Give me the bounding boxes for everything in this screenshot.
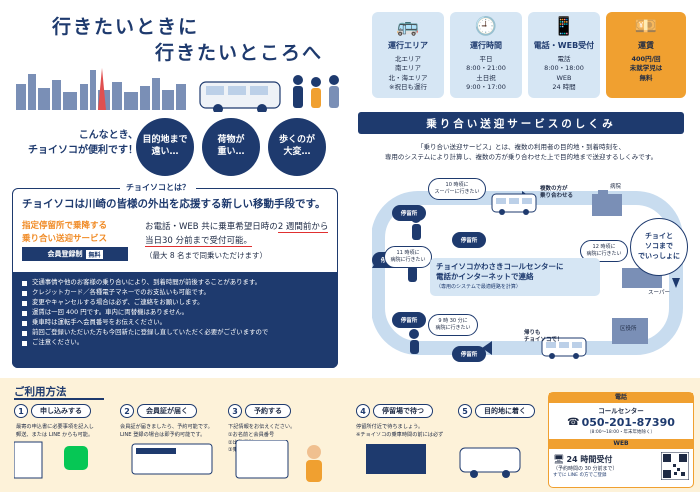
usage-step-1: 1 申し込みする	[14, 404, 91, 418]
usage-step-2: 2 会員証が届く	[120, 404, 197, 418]
catch-copy: こんなとき、 チョイソコが便利です！	[28, 130, 138, 156]
member-label: 会員登録制	[47, 250, 83, 258]
call-center-title: チョイソコかわさきコールセンターに 電話かインターネットで連絡	[436, 262, 564, 281]
note-item: クレジットカード／各種電子マネーでのお支払いも可能です。	[22, 288, 328, 298]
booking-highlight-2: 当日30 分前まで受付可能。	[145, 236, 253, 248]
system-banner: 乗り合い送迎サービスのしくみ	[358, 112, 684, 134]
bus-icon: 🚌	[396, 16, 420, 37]
card-service-hours: 🕘 運行時間 平日 8:00・21:00 土日祝 9:00・17:00	[450, 12, 522, 98]
worry-circle-far: 目的地まで 遠い…	[136, 118, 194, 176]
card-body: 400円/回 未就学児は 無料	[629, 55, 663, 82]
route-loop-diagram	[372, 190, 683, 359]
bus-stop-marker: 停留所	[452, 346, 486, 362]
about-lead: チョイソコは川崎の皆様の外出を応援する新しい移動手段です。	[22, 198, 326, 210]
card-heading: 運行エリア	[388, 41, 428, 50]
phone-icon: ☎	[567, 417, 580, 428]
label-ward-office: 区役所	[620, 326, 637, 332]
note-item: 変更やキャンセルする場合は必ず、ご連絡をお願いします。	[22, 298, 328, 308]
rider-bubble: 11 時頃に 病院に行きたい	[384, 246, 432, 268]
note-item: 運賃は一回 400 円です。車内に両替機はありません。	[22, 308, 328, 318]
label-hospital: 病院	[610, 184, 622, 190]
note-item: 交通事情や他のお客様の乗り合いにより、到着時間が前後することがあります。	[22, 278, 328, 288]
phone-number[interactable]: 050-201-87390	[581, 416, 675, 429]
step-description: 会員証が届きましたら、予約可能です。 LINE 登録の場合は即予約可能です。	[120, 424, 213, 438]
card-heading: 運賃	[638, 41, 654, 50]
phone-header: 電話	[549, 393, 693, 403]
worry-circle-heavy: 荷物が 重い…	[202, 118, 260, 176]
service-type-text: 指定停留所で乗降する 乗り合い送迎サービス	[22, 221, 108, 244]
card-body: 平日 8:00・21:00 土日祝 9:00・17:00	[466, 55, 506, 92]
rider-bubble: 10 時頃に スーパーに行きたい	[428, 178, 486, 200]
passenger-limit-note: （最大 8 名まで同乗いただけます）	[145, 251, 268, 260]
step-label: 申し込みする	[31, 404, 91, 418]
web-24h: 24 時間受付	[566, 455, 613, 464]
usage-step-3: 3 予約する	[228, 404, 291, 418]
phone-hours: （8:00〜18:00・年末年始除く）	[586, 430, 656, 435]
step-description: 最寄の申込書に必要事項を記入し 郵送、または LINE からも可能。	[16, 424, 94, 438]
step-label: 予約する	[245, 404, 291, 418]
step-description: 停留所付近で待ちましょう。 ※チョイソコの乗車時間の前には必ず	[356, 424, 444, 438]
usage-underline	[14, 398, 104, 400]
web-note: （予約時間の 30 分前まで）	[553, 466, 618, 472]
city-skyline-illustration	[16, 68, 339, 112]
card-body: 北エリア 南エリア 北・海エリア ※祝日も運行	[388, 55, 428, 92]
monitor-icon: 🖥	[553, 454, 565, 465]
title-line-1: 行きたいときに	[52, 16, 200, 38]
qr-code-icon[interactable]	[661, 452, 689, 480]
card-body: 電話 8:00・18:00 WEB 24 時間	[544, 55, 584, 92]
note-item: 乗車時は運転手へ会員番号をお伝えください。	[22, 318, 328, 328]
web-note-2: すでに LINE の方でご登録	[553, 473, 607, 478]
wallet-icon: 💴	[634, 16, 658, 37]
about-heading: チョイソコとは？	[120, 182, 196, 193]
title-line-2: 行きたいところへ	[155, 42, 324, 64]
card-reception: 📱 電話・WEB受付 電話 8:00・18:00 WEB 24 時間	[528, 12, 600, 98]
notes-list: 交通事情や他のお客様の乗り合いにより、到着時間が前後することがあります。 クレジ…	[12, 272, 338, 368]
call-center-sub: （専用のシステムで最適経路を計算）	[436, 283, 521, 290]
step-label: 会員証が届く	[137, 404, 197, 418]
chotto-bubble: チョイと ソコまで でいっしょに	[630, 218, 688, 276]
bus-stop-marker: 停留所	[392, 205, 426, 221]
system-description: 「乗り合い送迎サービス」とは、複数の利用者の目的地・到着時刻を、 専用のシステム…	[384, 143, 658, 162]
step-number: 4	[356, 404, 370, 418]
member-registration-badge: 会員登録制 無料	[22, 247, 128, 261]
rider-bubble: 9 時 30 分に 病院に行きたい	[428, 314, 478, 336]
usage-title: ご利用方法	[14, 386, 67, 398]
label-return-trip: 帰りも チョイソコで！	[524, 330, 563, 344]
step-number: 2	[120, 404, 134, 418]
worry-circle-walk: 歩くのが 大変…	[268, 118, 326, 176]
card-fare: 💴 運賃 400円/回 未就学児は 無料	[606, 12, 686, 98]
call-center-label: コールセンター	[598, 407, 644, 415]
step-label: 停留場で待つ	[373, 404, 433, 418]
label-supermarket: スーパー	[648, 290, 670, 296]
step-number: 5	[458, 404, 472, 418]
call-center-box: チョイソコかわさきコールセンターに 電話かインターネットで連絡 （専用のシステム…	[430, 258, 600, 296]
booking-window-text: お電話・WEB 共に乗車希望日時の2 週間前から 当日30 分前まで受付可能。	[145, 220, 335, 248]
usage-illustrations	[14, 440, 521, 482]
bus-stop-marker: 停留所	[452, 232, 486, 248]
booking-highlight-1: 2 週間前から	[277, 222, 329, 233]
card-heading: 運行時間	[470, 41, 502, 50]
contact-panel: 電話 コールセンター ☎ 050-201-87390 （8:00〜18:00・年…	[548, 392, 694, 488]
member-free-tag: 無料	[86, 249, 103, 259]
card-heading: 電話・WEB受付	[533, 41, 595, 50]
phone-icon: 📱	[552, 16, 576, 37]
clock-icon: 🕘	[474, 16, 498, 37]
usage-step-5: 5 目的地に着く	[458, 404, 535, 418]
web-header: WEB	[549, 439, 693, 449]
note-item: 前回ご登録いただいた方も今回新たに登録し直していただく必要がございますので	[22, 328, 328, 338]
bus-stop-marker: 停留所	[392, 312, 426, 328]
booking-pre: お電話・WEB 共に乗車希望日時の	[145, 222, 278, 232]
step-number: 3	[228, 404, 242, 418]
rider-bubble: 12 時頃に 病院に行きたい	[580, 240, 628, 262]
step-number: 1	[14, 404, 28, 418]
label-riding-together: 複数の方が 乗り合わせる	[540, 186, 574, 200]
note-item: ご注意ください。	[22, 338, 328, 348]
usage-step-4: 4 停留場で待つ	[356, 404, 433, 418]
step-label: 目的地に着く	[475, 404, 535, 418]
card-service-area: 🚌 運行エリア 北エリア 南エリア 北・海エリア ※祝日も運行	[372, 12, 444, 98]
